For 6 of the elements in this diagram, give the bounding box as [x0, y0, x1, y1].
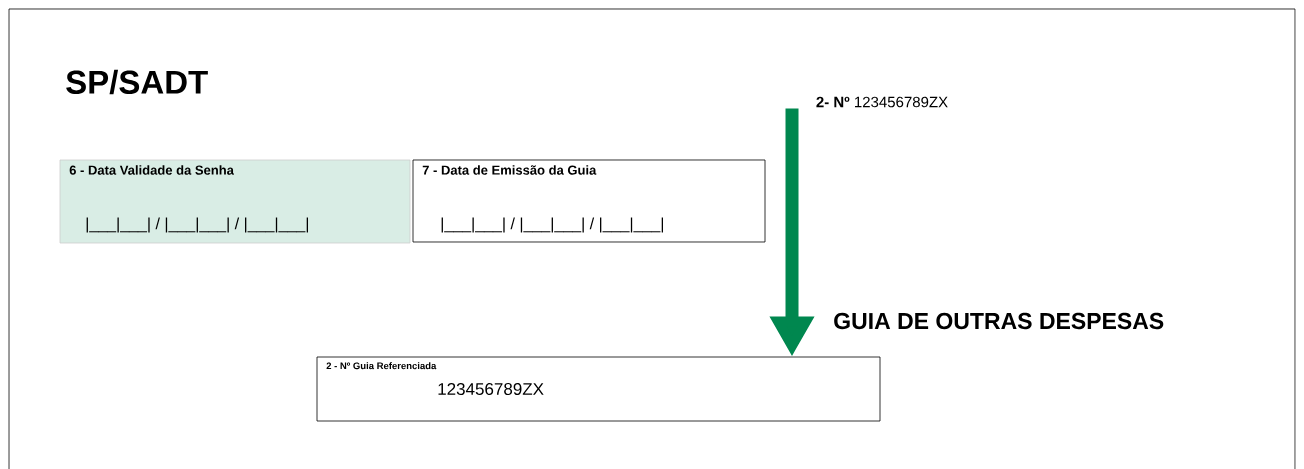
- form-field-box: 6 - Data Validade da Senha |___|___| / |___|___| / |___|___|: [59, 159, 411, 244]
- form-title: SP/SADT: [66, 69, 208, 95]
- form-field-box: 2 - Nº Guia Referenciada 123456789ZX: [316, 356, 881, 422]
- number-label: 2- Nº 123456789ZX: [816, 96, 948, 108]
- form-field-box: 7 - Data de Emissão da Guia |___|___| / |___|___| / |___|___|: [412, 159, 766, 243]
- form-heading: GUIA DE OUTRAS DESPESAS: [834, 312, 1164, 330]
